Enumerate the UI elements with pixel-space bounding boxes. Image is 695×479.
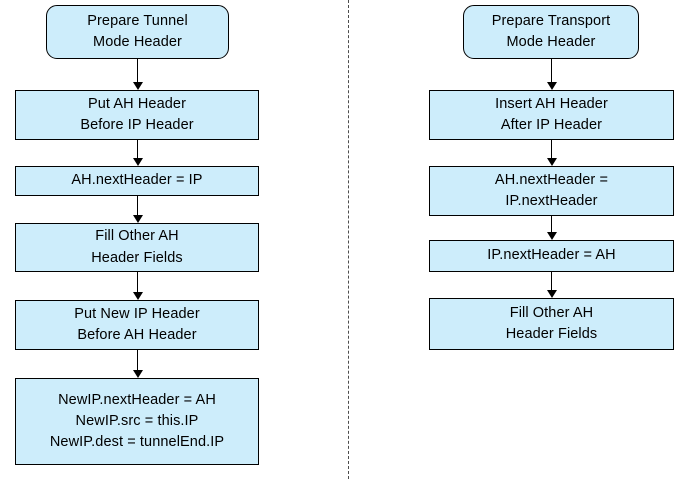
node-transport-step-2[interactable]: AH.nextHeader = IP.nextHeader [429,166,674,216]
node-tunnel-step-2[interactable]: AH.nextHeader = IP [15,166,259,196]
arrow-transport-step-3-to-step-4 [547,272,557,298]
arrow-transport-step-1-to-step-2 [547,140,557,166]
node-tunnel-step-4[interactable]: Put New IP Header Before AH Header [15,300,259,350]
node-transport-step-4[interactable]: Fill Other AH Header Fields [429,298,674,350]
arrow-transport-start-to-step-1 [547,59,557,90]
node-tunnel-step-1[interactable]: Put AH Header Before IP Header [15,90,259,140]
arrow-tunnel-step-4-to-step-5 [133,350,143,378]
node-transport-start[interactable]: Prepare Transport Mode Header [463,5,639,59]
node-tunnel-start[interactable]: Prepare Tunnel Mode Header [46,5,229,59]
arrow-tunnel-step-2-to-step-3 [133,196,143,223]
node-transport-step-1[interactable]: Insert AH Header After IP Header [429,90,674,140]
column-divider [348,0,349,479]
node-transport-step-3[interactable]: IP.nextHeader = AH [429,240,674,272]
node-tunnel-step-5[interactable]: NewIP.nextHeader = AH NewIP.src = this.I… [15,378,259,465]
arrow-tunnel-start-to-step-1 [133,59,143,90]
arrow-tunnel-step-3-to-step-4 [133,272,143,300]
arrow-tunnel-step-1-to-step-2 [133,140,143,166]
node-tunnel-step-3[interactable]: Fill Other AH Header Fields [15,223,259,272]
arrow-transport-step-2-to-step-3 [547,216,557,240]
